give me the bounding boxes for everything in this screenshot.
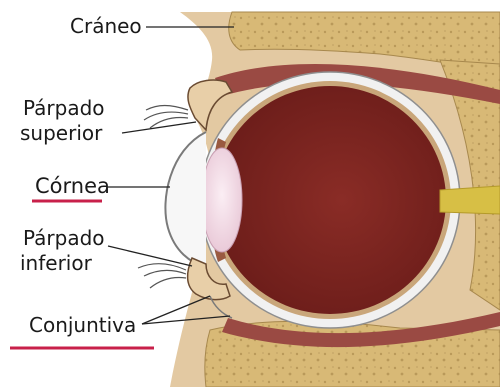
cornea-shape: [165, 132, 206, 268]
lower-eyelashes: [138, 264, 186, 288]
label-craneo: Cráneo: [70, 14, 142, 38]
label-parpado-inferior-line2: inferior: [20, 251, 93, 275]
label-parpado-superior-line2: superior: [20, 121, 103, 145]
optic-nerve: [440, 186, 500, 214]
label-parpado-superior-line1: Párpado: [23, 96, 105, 120]
label-cornea: Córnea: [35, 174, 110, 198]
label-conjuntiva: Conjuntiva: [29, 313, 136, 337]
label-parpado-inferior-line1: Párpado: [23, 226, 105, 250]
lens: [202, 148, 242, 252]
